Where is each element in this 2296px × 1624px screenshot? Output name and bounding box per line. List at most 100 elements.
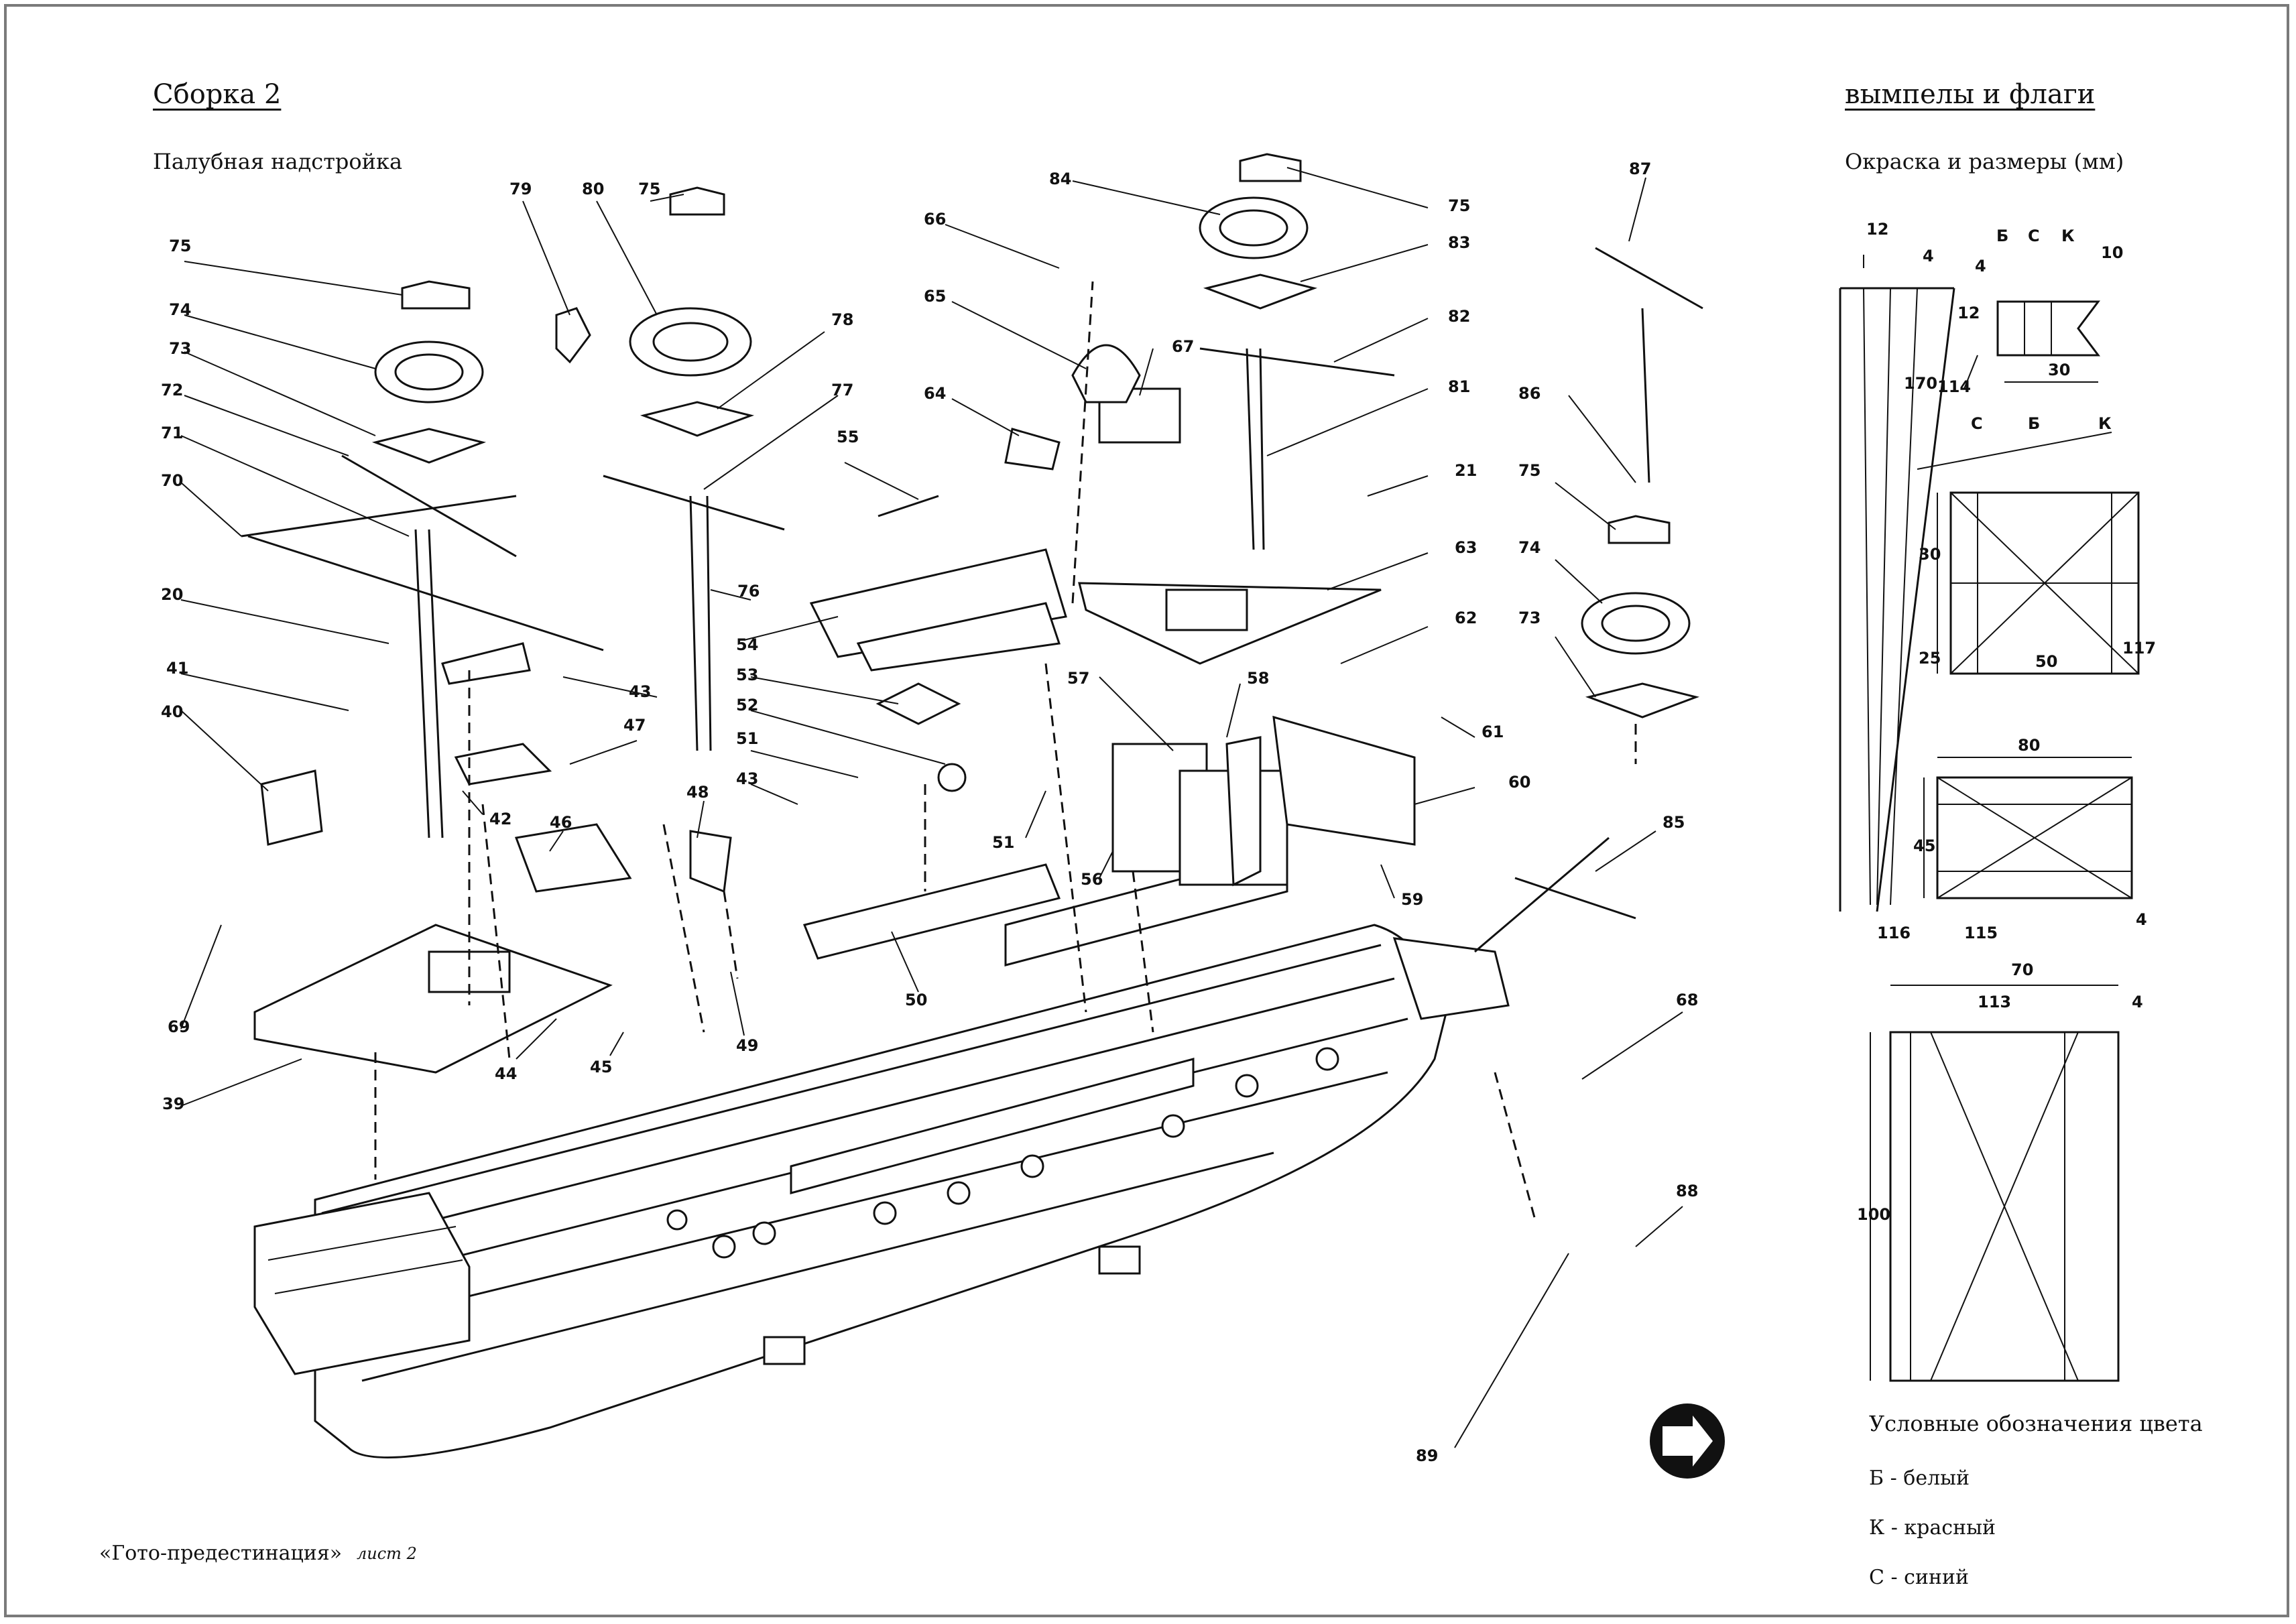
callout-85: 85: [1663, 813, 1685, 832]
callout-47: 47: [623, 716, 646, 735]
svg-text:25: 25: [1919, 649, 1941, 668]
callout-76: 76: [737, 582, 760, 601]
svg-text:12: 12: [1866, 220, 1888, 239]
callout-75a: 75: [169, 237, 191, 255]
callout-64: 64: [924, 384, 946, 403]
callout-82: 82: [1448, 307, 1470, 326]
callout-73a: 73: [169, 339, 191, 358]
callout-labels: 75 74 73 72 71 70 20 41 40 69 39 79 80 7…: [161, 160, 1698, 1465]
legend-item-red: К - красный: [1869, 1516, 1996, 1540]
svg-text:70: 70: [2011, 960, 2033, 979]
callout-49: 49: [736, 1036, 758, 1055]
callout-68: 68: [1676, 991, 1698, 1009]
legend-title: Условные обозначения цвета: [1869, 1411, 2203, 1436]
callout-62: 62: [1455, 609, 1477, 627]
flags-subtitle: Окраска и размеры (мм): [1845, 149, 2124, 174]
svg-text:4: 4: [2136, 910, 2147, 929]
callout-43b: 43: [736, 769, 758, 788]
assembly-subtitle: Палубная надстройка: [153, 149, 403, 174]
svg-text:Б: Б: [2028, 414, 2040, 433]
callout-74a: 74: [169, 300, 191, 319]
svg-text:С: С: [1971, 414, 1983, 433]
svg-text:30: 30: [1919, 545, 1941, 564]
callout-89: 89: [1416, 1446, 1438, 1465]
callout-75c: 75: [1448, 196, 1470, 215]
callout-51b: 51: [992, 833, 1014, 852]
callout-79: 79: [509, 180, 532, 198]
page-frame: [4, 4, 2289, 1617]
gunports: [666, 1047, 1339, 1259]
svg-text:К: К: [2061, 227, 2075, 245]
footer-model-name: «Гото-предестинация»: [99, 1542, 343, 1565]
flag1-drawing: [1917, 432, 2140, 675]
svg-text:116: 116: [1877, 924, 1911, 942]
callout-51a: 51: [736, 729, 758, 748]
callout-72a: 72: [161, 381, 183, 399]
svg-text:30: 30: [2048, 361, 2070, 379]
callout-65: 65: [924, 287, 946, 306]
flag3-dimensions: 70 113 4 100: [1857, 960, 2143, 1224]
svg-text:4: 4: [1923, 247, 1934, 265]
callout-80: 80: [582, 180, 604, 198]
svg-text:10: 10: [2101, 243, 2123, 262]
svg-text:4: 4: [1975, 257, 1986, 275]
callout-20: 20: [161, 585, 183, 604]
pennant-drawing: [1839, 255, 2100, 912]
callout-39: 39: [162, 1095, 184, 1113]
callout-50: 50: [905, 991, 927, 1009]
ship-hull: [253, 836, 1610, 1458]
callout-40: 40: [161, 702, 183, 721]
callout-58: 58: [1247, 669, 1269, 688]
callout-63: 63: [1455, 538, 1477, 557]
deck-parts: [253, 344, 1416, 1074]
leader-lines: [180, 167, 1683, 1448]
callout-54: 54: [736, 635, 758, 654]
callout-45: 45: [590, 1058, 612, 1076]
callout-71: 71: [161, 424, 183, 442]
svg-text:100: 100: [1857, 1205, 1890, 1224]
callout-75b: 75: [638, 180, 660, 198]
callout-81: 81: [1448, 377, 1470, 396]
callout-21: 21: [1455, 461, 1477, 480]
svg-text:Б: Б: [1996, 227, 2008, 245]
legend-item-white: Б - белый: [1869, 1466, 1970, 1490]
callout-55: 55: [837, 428, 859, 446]
callout-59: 59: [1401, 890, 1423, 909]
callout-57: 57: [1067, 669, 1089, 688]
legend-item-blue: С - синий: [1869, 1566, 1969, 1589]
svg-text:115: 115: [1964, 924, 1998, 942]
callout-84: 84: [1049, 170, 1071, 188]
callout-86: 86: [1518, 384, 1540, 403]
svg-text:114: 114: [1937, 377, 1971, 396]
callout-61: 61: [1482, 723, 1504, 741]
callout-75d: 75: [1518, 461, 1540, 480]
callout-88: 88: [1676, 1182, 1698, 1200]
masts: [241, 153, 1703, 920]
callout-83: 83: [1448, 233, 1470, 252]
callout-66: 66: [924, 210, 946, 229]
flag1-dimensions: С Б К 30 25 50 117: [1919, 414, 2156, 671]
pennant-dimensions: 12 4 10 4 12 170 30 114 Б С К: [1866, 220, 2123, 396]
callout-78: 78: [831, 310, 853, 329]
callout-44: 44: [495, 1064, 517, 1083]
callout-52: 52: [736, 696, 758, 714]
assembly-lines: [374, 281, 1637, 1221]
flag2-dimensions: 80 45 4 116 115: [1877, 736, 2147, 942]
footer-sheet-number: лист 2: [357, 1544, 417, 1563]
flag3-drawing: [1870, 985, 2120, 1382]
callout-73b: 73: [1518, 609, 1540, 627]
svg-text:113: 113: [1978, 993, 2011, 1011]
flags-title: вымпелы и флаги: [1845, 79, 2096, 110]
callout-69: 69: [168, 1017, 190, 1036]
callout-48: 48: [686, 783, 709, 802]
assembly-title: Сборка 2: [153, 79, 282, 110]
callout-67: 67: [1172, 337, 1194, 356]
next-page-arrow-icon: [1650, 1403, 1725, 1479]
flag2-drawing: [1923, 757, 2133, 899]
callout-56: 56: [1081, 870, 1103, 889]
callout-87: 87: [1629, 160, 1651, 178]
svg-text:12: 12: [1957, 304, 1980, 322]
svg-text:170: 170: [1904, 374, 1937, 393]
svg-text:80: 80: [2018, 736, 2040, 755]
